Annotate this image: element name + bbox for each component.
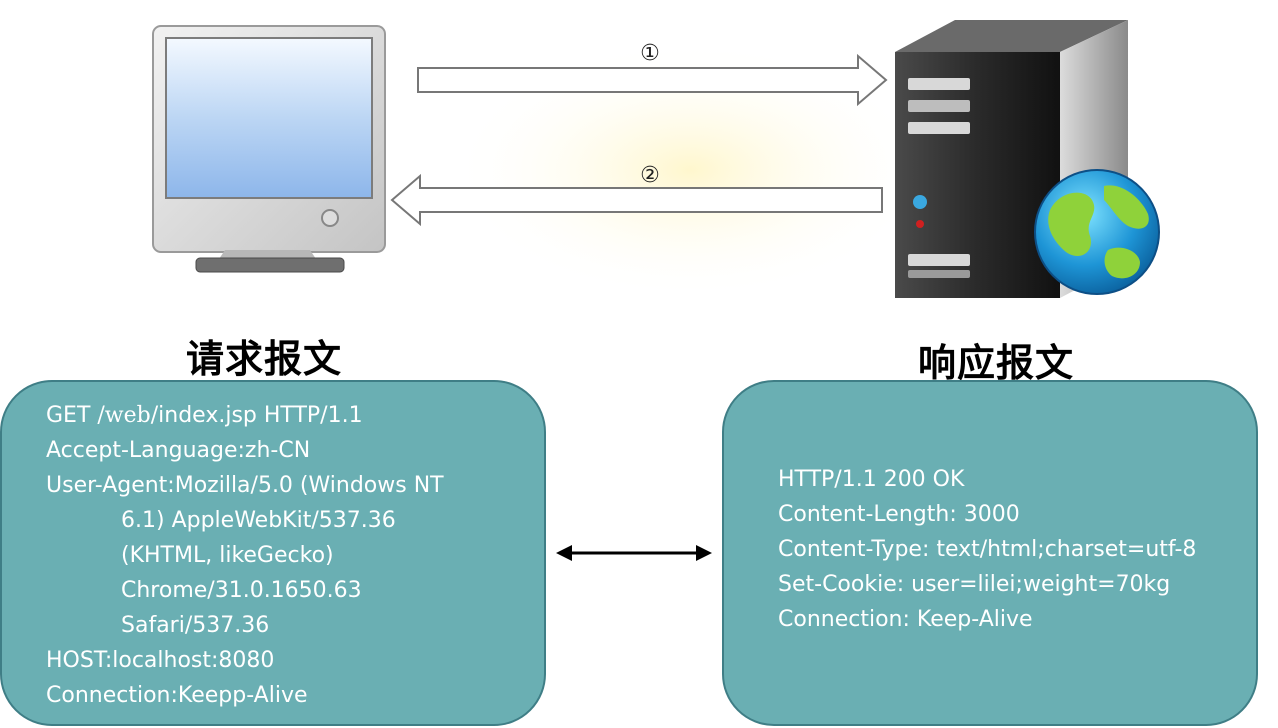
host-header: HOST:localhost:8080 xyxy=(46,643,544,678)
user-agent-continuation: Chrome/31.0.1650.63 xyxy=(46,573,544,608)
request-method: GET xyxy=(46,403,97,428)
request-path-prefix: /web xyxy=(97,403,150,428)
connection-header: Connection:Keepp-Alive xyxy=(46,678,544,713)
user-agent-continuation: 6.1) AppleWebKit/537.36 xyxy=(46,503,544,538)
request-message-title: 请求报文 xyxy=(186,328,342,383)
step-2-marker: ② xyxy=(640,163,660,188)
user-agent-header: User-Agent:Mozilla/5.0 (Windows NT xyxy=(46,468,544,503)
status-line: HTTP/1.1 200 OK xyxy=(778,462,1256,497)
exchange-arrow xyxy=(556,545,712,561)
request-line: GET /web/index.jsp HTTP/1.1 xyxy=(46,398,544,433)
user-agent-continuation: Safari/537.36 xyxy=(46,608,544,643)
request-path-rest: /index.jsp HTTP/1.1 xyxy=(151,403,363,428)
client-computer-icon xyxy=(153,26,385,272)
connection-header: Connection: Keep-Alive xyxy=(778,602,1256,637)
content-length-header: Content-Length: 3000 xyxy=(778,497,1256,532)
request-message-box: GET /web/index.jsp HTTP/1.1 Accept-Langu… xyxy=(0,380,546,726)
response-message-title: 响应报文 xyxy=(918,332,1074,387)
user-agent-continuation: (KHTML, likeGecko) xyxy=(46,538,544,573)
content-type-header: Content-Type: text/html;charset=utf-8 xyxy=(778,532,1256,567)
response-message-box: HTTP/1.1 200 OK Content-Length: 3000 Con… xyxy=(722,380,1258,726)
globe-icon xyxy=(1035,170,1159,294)
set-cookie-header: Set-Cookie: user=lilei;weight=70kg xyxy=(778,567,1256,602)
accept-language-header: Accept-Language:zh-CN xyxy=(46,433,544,468)
step-1-marker: ① xyxy=(640,41,660,66)
